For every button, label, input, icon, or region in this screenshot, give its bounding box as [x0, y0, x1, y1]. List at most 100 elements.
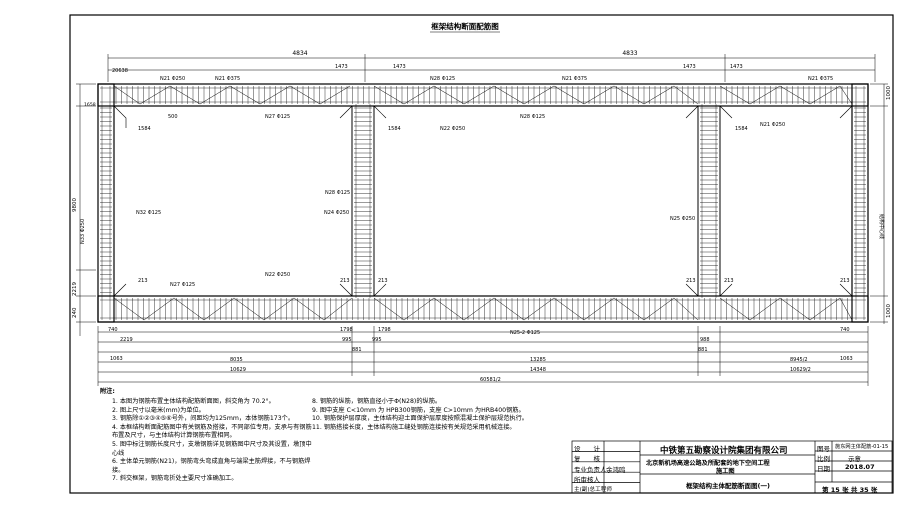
rebar-label: N21 Φ375	[562, 76, 587, 82]
note-item: 5. 图中标注钢筋长度尺寸，支墩钢筋详见钢筋图中尺寸及其设置，墩顶中心线	[112, 440, 312, 457]
tb-company: 中铁第五勘察设计院集团有限公司	[660, 446, 788, 456]
rebar-label: N25-2 Φ125	[510, 330, 540, 336]
tb-info-label: 日期	[817, 465, 830, 473]
svg-text:10629/2: 10629/2	[790, 367, 811, 373]
svg-text:1584: 1584	[388, 126, 401, 132]
rebar-label: N28 Φ125	[430, 76, 455, 82]
note-item: 9. 图中支座 C<10mm 为 HPB300钢筋，支座 C>10mm 为HRB…	[312, 406, 525, 414]
svg-text:1473: 1473	[683, 64, 696, 70]
left-dim: 9800	[72, 198, 78, 212]
note-item: 1. 本图为钢筋布置主体结构配筋断面图，斜交角为 70.2°。	[112, 398, 275, 405]
note-item: 10. 钢筋保护层厚度，主体结构迎土面保护层厚度按照混凝土保护层规范执行。	[312, 415, 528, 423]
rebar-label: N32 Φ125	[136, 210, 161, 216]
rebar-label: N28 Φ125	[325, 190, 350, 196]
rebar-label: N27 Φ125	[170, 282, 195, 288]
svg-text:8945/2: 8945/2	[790, 357, 808, 363]
bottom-dim-labels: 740 1798 1798 740 2219 995 995 988 1063 …	[108, 327, 853, 383]
rebar-label: N28 Φ125	[520, 114, 545, 120]
left-dimensions	[76, 83, 96, 336]
right-dim: 1000	[886, 304, 892, 318]
rebar-label: N22 Φ250	[265, 272, 290, 278]
notes-heading: 附注:	[100, 388, 115, 395]
tb-sheet-title: 框架结构主体配筋断面图(一)	[686, 482, 770, 490]
rebar-label: N22 Φ250	[440, 126, 465, 132]
tb-row-label: 设 计	[574, 445, 600, 453]
top-dimensions	[107, 54, 876, 82]
top-dim-right: 4833	[622, 50, 637, 57]
svg-text:1473: 1473	[393, 64, 406, 70]
rebar-hatching	[100, 86, 866, 320]
right-dimensions	[870, 83, 888, 324]
svg-text:995: 995	[372, 337, 382, 343]
rebar-label: N21 Φ375	[808, 76, 833, 82]
left-dim: 240	[72, 307, 78, 318]
note-item: 2. 图上尺寸以毫米(mm)为单位。	[112, 406, 205, 414]
svg-text:988: 988	[700, 337, 710, 343]
svg-text:20638: 20638	[112, 68, 128, 74]
svg-text:500: 500	[168, 114, 178, 120]
frame-structure	[97, 83, 869, 323]
svg-text:881: 881	[352, 347, 362, 353]
drawing-title: 框架结构断面配筋图	[431, 21, 499, 31]
title-block	[571, 440, 893, 494]
svg-text:14348: 14348	[530, 367, 546, 373]
svg-text:213: 213	[840, 278, 850, 284]
tb-row-label: 复 核	[574, 455, 600, 463]
svg-text:213: 213	[378, 278, 388, 284]
tb-row-value: 余鸿鸣	[606, 466, 626, 474]
note-item: 11. 钢筋搭接长度，主体结构施工缝处钢筋连接按有关规范采用机械连接。	[312, 423, 516, 431]
rebar-label: N33 Φ250	[80, 219, 86, 244]
svg-text:881: 881	[698, 347, 708, 353]
rebar-label: N24 Φ250	[324, 210, 349, 216]
tb-project: 北京新机场高速公路及所配套的地下空间工程	[646, 460, 770, 467]
svg-text:1584: 1584	[138, 126, 151, 132]
left-dim: 2219	[72, 282, 78, 296]
note-item: 4. 本框结构断面配筋图中有关钢筋及搭接，不同部位专用，支承与有钢筋布置及尺寸，…	[112, 423, 312, 440]
tb-info-value: 施东网主体配筋-01-15	[835, 444, 889, 450]
svg-text:1798: 1798	[340, 327, 353, 333]
svg-text:1798: 1798	[378, 327, 391, 333]
small-dimensions: 1473 1473 1473 1473 1584 1584 1584 213 2…	[84, 64, 850, 284]
svg-text:1063: 1063	[110, 356, 123, 362]
sheet-border	[69, 14, 894, 494]
notes-right-column: 8. 钢筋的纵筋，钢筋直径小于Φ(N28)的纵筋。 9. 图中支座 C<10mm…	[312, 398, 562, 432]
tb-sheet-no: 第 15 张 共 35 张	[822, 486, 878, 494]
svg-text:995: 995	[342, 337, 352, 343]
rebar-label: N21 Φ375	[215, 76, 240, 82]
tb-row-label: 所审核人	[574, 476, 600, 484]
bottom-dimensions	[97, 326, 869, 386]
note-item: 7. 斜交框架，钢筋弯折处主要尺寸准确加工。	[112, 475, 238, 483]
svg-text:213: 213	[724, 278, 734, 284]
svg-text:213: 213	[340, 278, 350, 284]
right-dim: 1000	[886, 86, 892, 100]
svg-text:1063: 1063	[840, 356, 853, 362]
svg-text:1473: 1473	[730, 64, 743, 70]
tb-info-value: 2018.07	[845, 463, 875, 471]
rebar-label: N27 Φ125	[265, 114, 290, 120]
svg-text:1473: 1473	[335, 64, 348, 70]
note-item: 6. 主体单元钢筋(N21)，钢筋弯头弯成直角与端梁主筋焊接，不与钢筋焊接。	[112, 458, 311, 474]
svg-text:60581/2: 60581/2	[480, 377, 501, 383]
diagonal-bars	[113, 85, 853, 321]
top-dim-left: 4834	[292, 50, 307, 57]
rebar-label: N21 Φ250	[760, 122, 785, 128]
tb-row-label: 主(副)总工程师	[574, 487, 612, 493]
svg-text:740: 740	[840, 327, 850, 333]
svg-text:213: 213	[686, 278, 696, 284]
svg-text:1584: 1584	[735, 126, 748, 132]
note-item: 3. 钢筋除①②③④⑤⑥号外，间距均为125mm，本体钢筋173个。	[112, 415, 295, 423]
tb-info-label: 图号	[817, 445, 830, 453]
rebar-label: N21 Φ250	[160, 76, 185, 82]
side-note: 结构中心线	[878, 214, 885, 239]
svg-text:213: 213	[138, 278, 148, 284]
svg-text:1658: 1658	[84, 102, 96, 108]
note-item: 8. 钢筋的纵筋，钢筋直径小于Φ(N28)的纵筋。	[312, 398, 442, 405]
tb-info-value: 示意	[848, 455, 861, 463]
tb-row-label: 专业负责人	[574, 466, 607, 474]
svg-text:740: 740	[108, 327, 118, 333]
svg-text:10629: 10629	[230, 367, 246, 373]
svg-text:8035: 8035	[230, 357, 243, 363]
svg-text:13285: 13285	[530, 357, 546, 363]
tb-stage: 施工图	[716, 468, 735, 475]
